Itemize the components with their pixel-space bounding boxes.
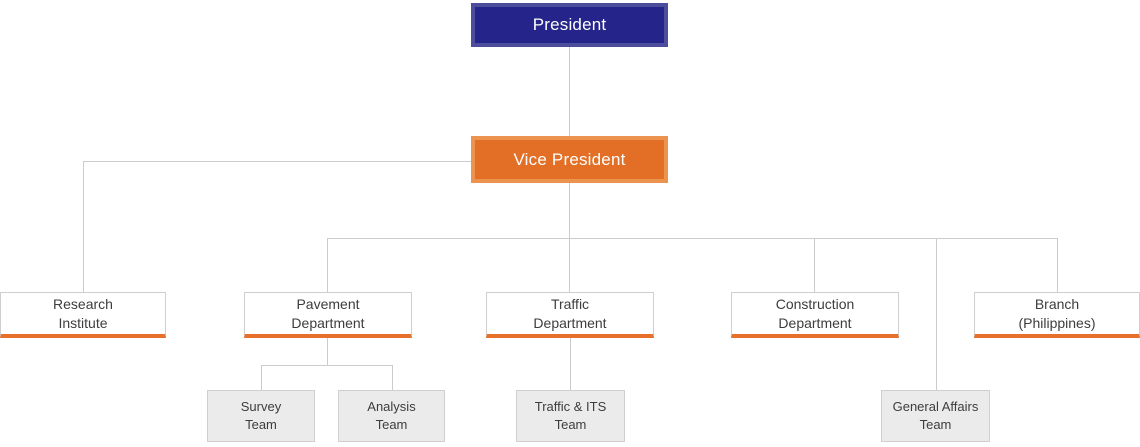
- connector-main-rail: [327, 238, 1058, 239]
- connector-president-to-vp: [569, 47, 570, 136]
- node-general-affairs-team: General Affairs Team: [881, 390, 990, 442]
- connector-pavement-stem: [327, 338, 328, 365]
- connector-research-drop: [83, 161, 84, 292]
- connector-branch-drop: [1057, 238, 1058, 292]
- connector-survey-drop: [261, 365, 262, 390]
- node-traffic-department: Traffic Department: [486, 292, 654, 338]
- connector-construction-drop: [814, 238, 815, 292]
- node-branch-philippines: Branch (Philippines): [974, 292, 1140, 338]
- connector-pavement-drop: [327, 238, 328, 292]
- connector-analysis-drop: [392, 365, 393, 390]
- node-analysis-team: Analysis Team: [338, 390, 445, 442]
- connector-traffic-stem: [570, 338, 571, 390]
- connector-general-affairs-drop: [936, 238, 937, 390]
- node-vice-president: Vice President: [471, 136, 668, 183]
- node-survey-team: Survey Team: [207, 390, 315, 442]
- node-research-institute: Research Institute: [0, 292, 166, 338]
- connector-pavement-sub-rail: [261, 365, 392, 366]
- connector-vp-stem: [569, 183, 570, 292]
- node-traffic-its-team: Traffic & ITS Team: [516, 390, 625, 442]
- connector-vp-to-research-horizontal: [83, 161, 471, 162]
- node-pavement-department: Pavement Department: [244, 292, 412, 338]
- node-president: President: [471, 3, 668, 47]
- node-construction-department: Construction Department: [731, 292, 899, 338]
